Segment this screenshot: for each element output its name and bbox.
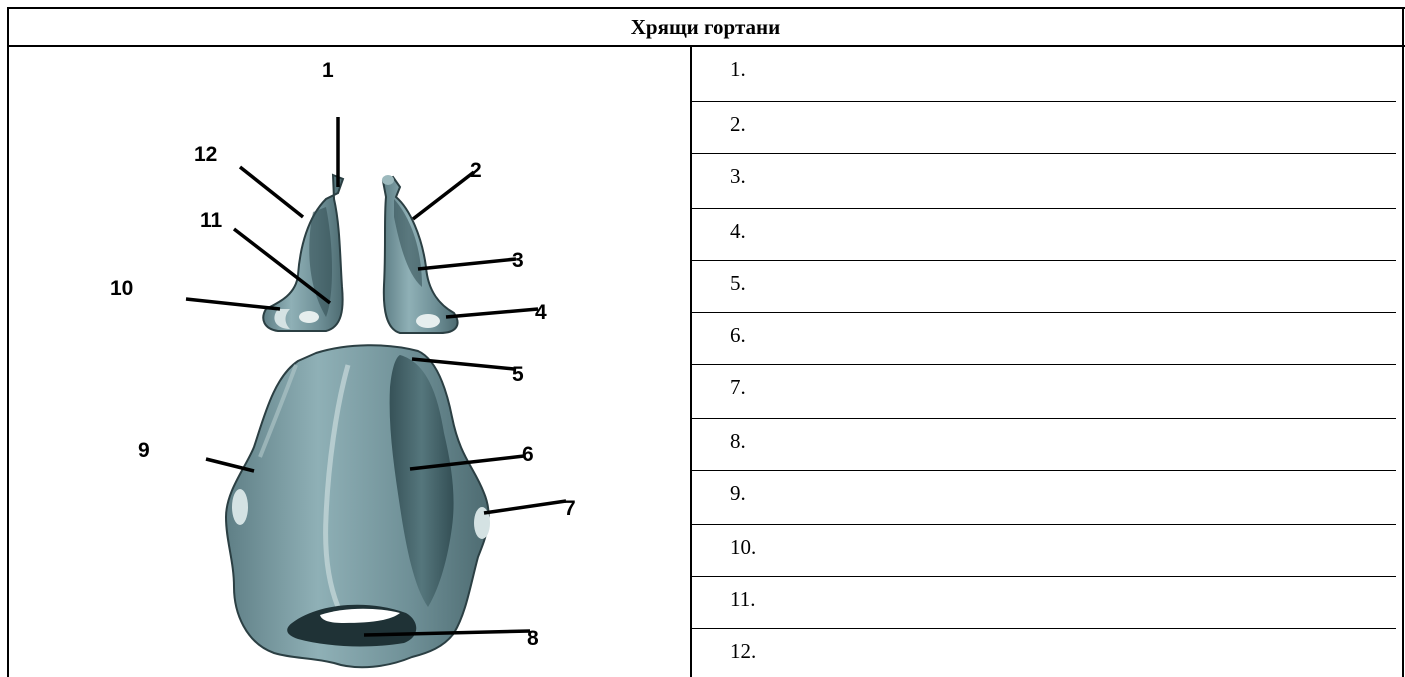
answer-column: 1. 2. 3. 4. 5. 6. 7. 8. 9. 10. 11. [692,47,1396,677]
callout-3: 3 [512,249,524,272]
leader-line-3 [418,259,516,269]
answer-row-number: 8. [730,429,746,454]
callout-4: 4 [535,301,547,324]
callout-2: 2 [470,159,482,182]
callout-12: 12 [194,143,217,166]
leader-line-4 [446,309,538,317]
answer-row[interactable]: 6. [692,313,1396,365]
answer-row-number: 3. [730,164,746,189]
leader-line-7 [484,501,566,513]
table-title: Хрящи гортани [8,9,1403,45]
answer-row[interactable]: 11. [692,577,1396,629]
answer-row[interactable]: 3. [692,154,1396,209]
answer-row[interactable]: 2. [692,102,1396,154]
callout-5: 5 [512,363,524,386]
right-arytenoid-cartilage [382,175,458,333]
answer-row[interactable]: 5. [692,261,1396,313]
answer-row-number: 12. [730,639,756,664]
table-border-right [1402,7,1404,677]
leader-line-10 [186,299,280,309]
answer-row[interactable]: 10. [692,525,1396,577]
callout-9: 9 [138,439,150,462]
leader-line-2 [413,172,474,219]
answer-row[interactable]: 1. [692,47,1396,102]
larynx-cartilage-figure: 1 2 3 4 5 6 7 8 9 10 11 12 [8,47,691,677]
leader-line-12 [240,167,303,217]
answer-row[interactable]: 8. [692,419,1396,471]
answer-row-number: 2. [730,112,746,137]
answer-row-number: 10. [730,535,756,560]
answer-row[interactable]: 4. [692,209,1396,261]
callout-11: 11 [200,209,223,232]
answer-row[interactable]: 7. [692,365,1396,419]
callout-7: 7 [564,497,576,520]
answer-row[interactable]: 9. [692,471,1396,525]
answer-row-number: 6. [730,323,746,348]
callout-6: 6 [522,443,534,466]
answer-row-number: 5. [730,271,746,296]
cricoid-cartilage [226,345,490,667]
answer-row-number: 1. [730,57,746,82]
callout-10: 10 [110,277,133,300]
answer-row-number: 9. [730,481,746,506]
answer-row[interactable]: 12. [692,629,1396,677]
answer-row-number: 7. [730,375,746,400]
answer-row-number: 4. [730,219,746,244]
answer-row-number: 11. [730,587,755,612]
callout-8: 8 [527,627,539,650]
callout-1: 1 [322,59,334,82]
